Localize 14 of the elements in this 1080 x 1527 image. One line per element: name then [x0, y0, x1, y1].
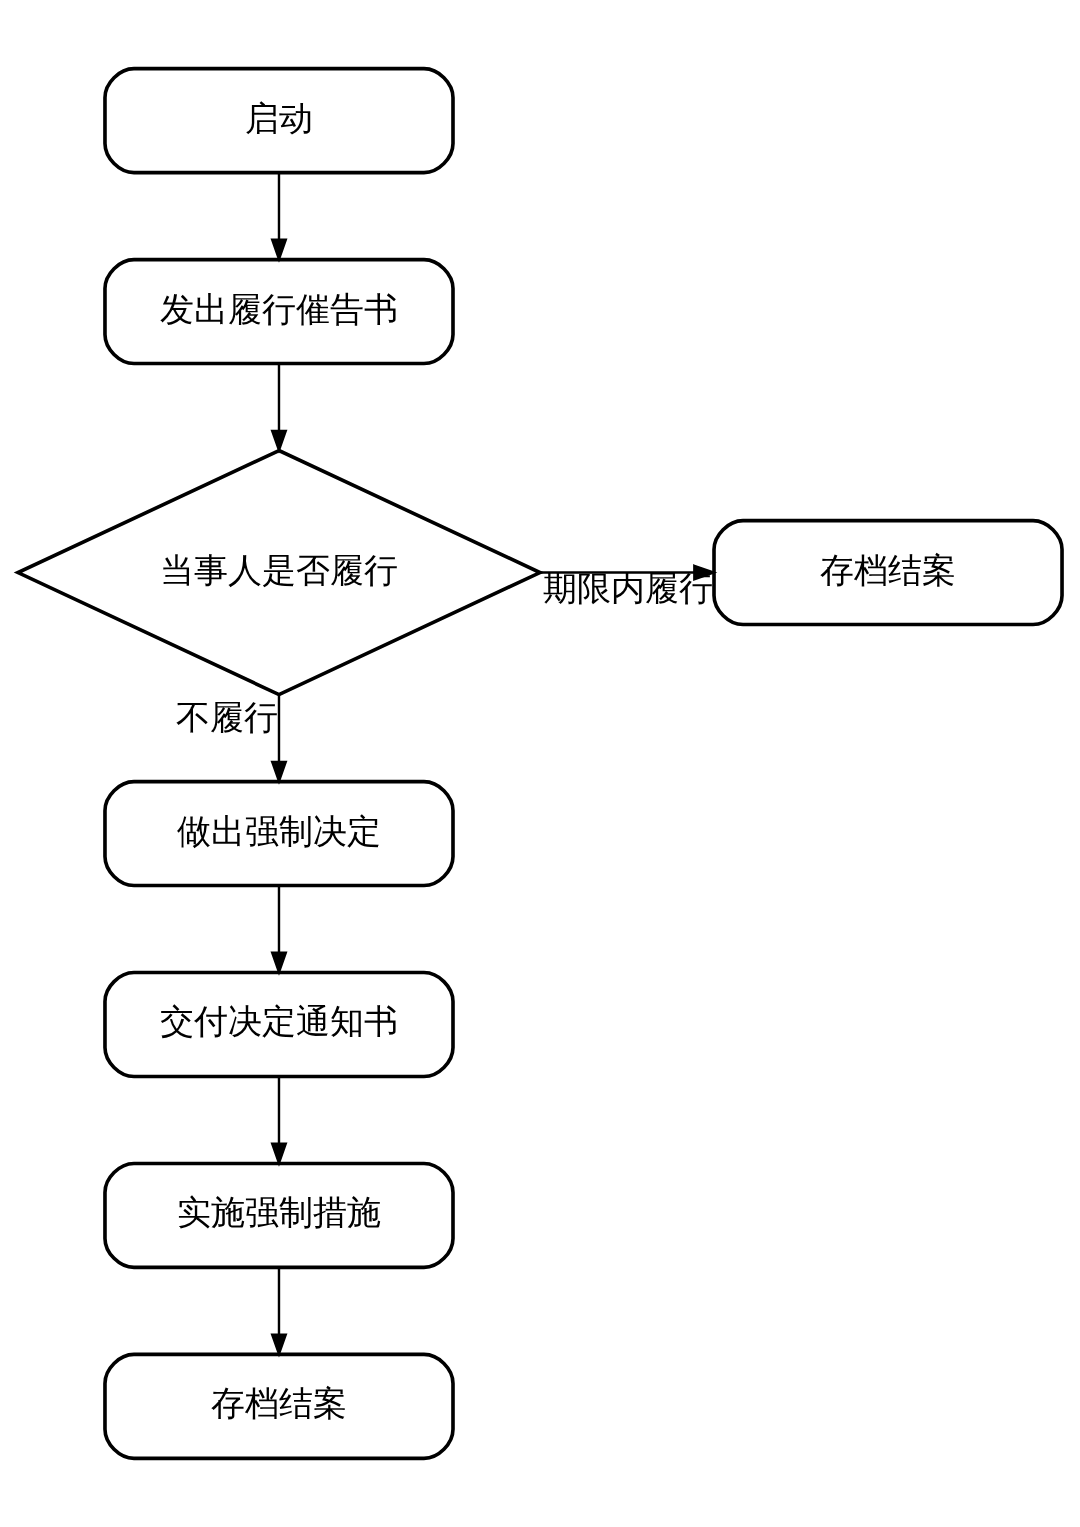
node-box: 交付决定通知书: [103, 970, 455, 1079]
node-box: 做出强制决定: [103, 779, 455, 888]
node-box: 发出履行催告书: [103, 257, 455, 366]
arrow: [270, 1076, 288, 1167]
node-box: 实施强制措施: [103, 1161, 455, 1270]
arrow: [270, 172, 288, 263]
arrow: [270, 885, 288, 976]
node-box: 存档结案: [712, 518, 1064, 627]
node-box: 存档结案: [103, 1352, 455, 1461]
edge-label: 不履行: [176, 698, 279, 738]
arrow: [270, 1267, 288, 1358]
node-box: 启动: [103, 66, 455, 175]
arrow: [270, 694, 288, 785]
arrow: [270, 364, 288, 454]
